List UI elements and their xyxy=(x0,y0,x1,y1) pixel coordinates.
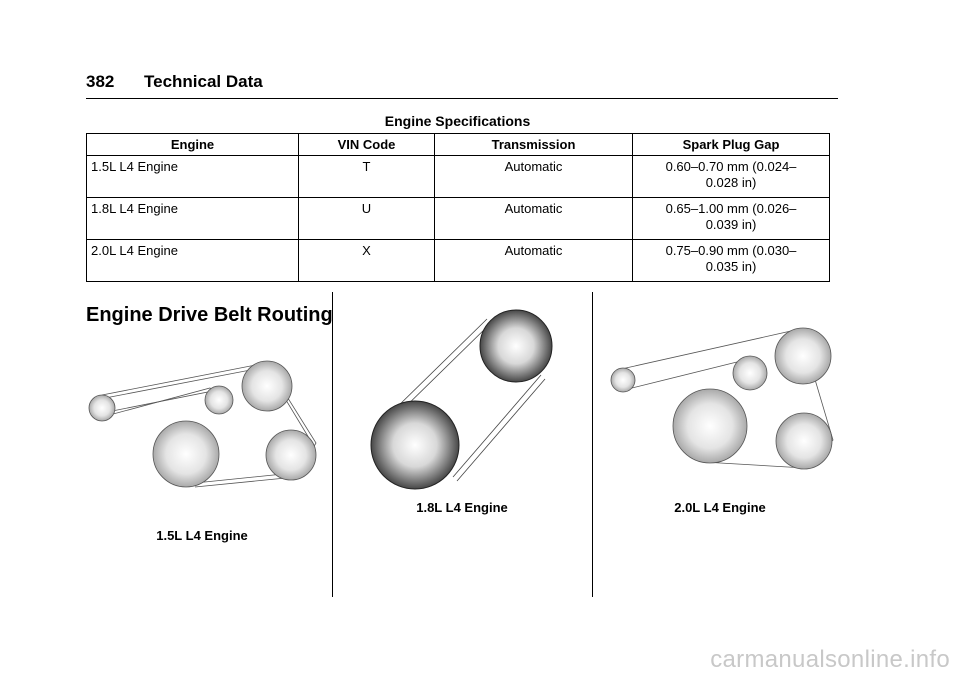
page-number: 382 xyxy=(86,72,115,91)
table-row: 1.8L L4 Engine U Automatic 0.65–1.00 mm … xyxy=(86,197,830,240)
column-header-engine: Engine xyxy=(86,133,299,156)
drive-belt xyxy=(616,328,834,469)
cell-spark-plug-gap: 0.75–0.90 mm (0.030–0.035 in) xyxy=(632,239,830,282)
crankshaft-pulley xyxy=(672,388,748,464)
cell-vin-code: T xyxy=(298,155,435,198)
tensioner-pulley xyxy=(732,355,768,391)
table-row: 2.0L L4 Engine X Automatic 0.75–0.90 mm … xyxy=(86,239,830,282)
belt-diagram-2-0l xyxy=(610,327,834,470)
crankshaft-pulley xyxy=(152,420,220,488)
column-header-vin-code: VIN Code xyxy=(298,133,435,156)
alternator-pulley xyxy=(241,360,293,412)
cell-vin-code: U xyxy=(298,197,435,240)
tensioner-pulley xyxy=(204,385,234,415)
cell-engine: 1.8L L4 Engine xyxy=(86,197,299,240)
ac-compressor-pulley xyxy=(265,429,317,481)
cell-transmission: Automatic xyxy=(434,155,633,198)
belt-routing-heading: Engine Drive Belt Routing xyxy=(86,304,333,326)
idler-pulley xyxy=(610,367,636,393)
cell-spark-plug-gap: 0.60–0.70 mm (0.024–0.028 in) xyxy=(632,155,830,198)
belt-diagram-1-5l xyxy=(88,360,317,488)
table-caption: Engine Specifications xyxy=(384,113,531,129)
crankshaft-pulley xyxy=(370,400,460,490)
cell-vin-code: X xyxy=(298,239,435,282)
diagram-caption-1-8l: 1.8L L4 Engine xyxy=(416,500,508,515)
page-header: 382 Technical Data xyxy=(86,72,838,99)
belt-diagram-1-8l xyxy=(370,309,553,490)
gap-text: 0.039 in) xyxy=(705,217,757,232)
column-divider xyxy=(592,292,593,597)
column-divider xyxy=(332,292,333,597)
ac-compressor-pulley xyxy=(775,412,833,470)
idler-pulley xyxy=(88,394,116,422)
gap-text: 0.65–1.00 mm (0.026– xyxy=(665,201,797,216)
table-header-row: Engine VIN Code Transmission Spark Plug … xyxy=(86,133,830,156)
alternator-pulley xyxy=(774,327,832,385)
gap-text: 0.028 in) xyxy=(705,175,757,190)
gap-text: 0.60–0.70 mm (0.024– xyxy=(665,159,797,174)
column-header-spark-plug-gap: Spark Plug Gap xyxy=(632,133,830,156)
cell-engine: 1.5L L4 Engine xyxy=(86,155,299,198)
gap-text: 0.75–0.90 mm (0.030– xyxy=(665,243,797,258)
cell-transmission: Automatic xyxy=(434,197,633,240)
cell-transmission: Automatic xyxy=(434,239,633,282)
upper-pulley xyxy=(479,309,553,383)
engine-specs-table: Engine VIN Code Transmission Spark Plug … xyxy=(86,133,830,282)
diagram-caption-1-5l: 1.5L L4 Engine xyxy=(156,528,248,543)
gap-text: 0.035 in) xyxy=(705,259,757,274)
section-title: Technical Data xyxy=(144,72,263,91)
diagram-caption-2-0l: 2.0L L4 Engine xyxy=(674,500,766,515)
table-row: 1.5L L4 Engine T Automatic 0.60–0.70 mm … xyxy=(86,155,830,198)
watermark: carmanualsonline.info xyxy=(710,646,950,673)
column-header-transmission: Transmission xyxy=(434,133,633,156)
cell-spark-plug-gap: 0.65–1.00 mm (0.026–0.039 in) xyxy=(632,197,830,240)
cell-engine: 2.0L L4 Engine xyxy=(86,239,299,282)
